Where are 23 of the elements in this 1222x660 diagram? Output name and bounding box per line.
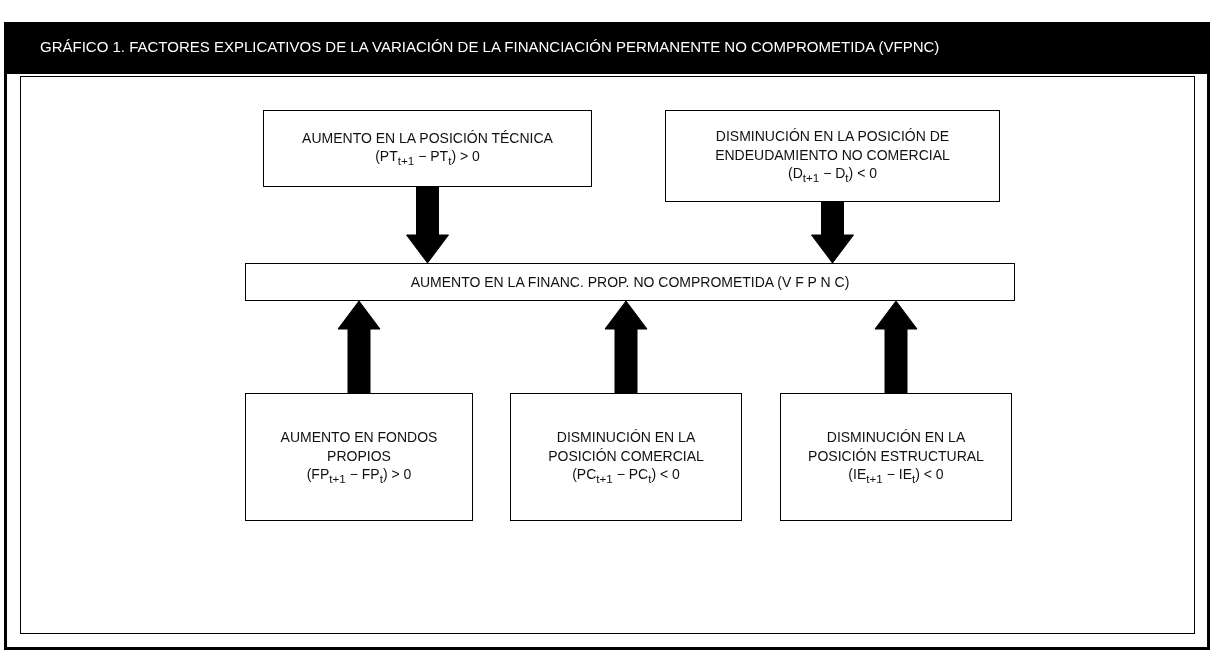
text-box [245,263,1015,301]
block-arrow [406,186,449,264]
block-arrow [874,300,918,394]
text-box [665,110,1000,202]
figure-title: GRÁFICO 1. FACTORES EXPLICATIVOS DE LA VARIACIÓN DE LA FINANCIACIÓN PERMANENTE NO COMPROMETIDA (VFPNC) [40,38,941,55]
box-heading: DISMINUCIÓN EN LA POSICIÓN COMERCIAL [547,428,705,465]
block-arrow [811,201,854,264]
text-box [780,393,1012,521]
box-heading: AUMENTO EN FONDOS PROPIOS [279,428,439,465]
text-box [510,393,742,521]
box-heading: DISMINUCIÓN EN LA POSICIÓN ESTRUCTURAL [807,428,985,465]
box-heading: AUMENTO EN LA POSICIÓN TÉCNICA [302,128,553,148]
block-arrow [604,300,648,394]
block-arrow [337,300,381,394]
box-heading: DISMINUCIÓN EN LA POSICIÓN DE ENDEUDAMIENTO NO COMERCIAL [714,127,951,164]
box-heading: AUMENTO EN LA FINANC. PROP. NO COMPROMETIDA (V F P N C) [410,272,850,292]
formula: (D$_{t+1}$ − D$_{t}$) < 0 [787,163,877,185]
formula: (IE$_{t+1}$ − IE$_{t}$) < 0 [848,464,944,486]
formula: (PC$_{t+1}$ − PC$_{t}$) < 0 [572,464,680,486]
formula: (PT$_{t+1}$ − PT$_{t}$) > 0 [375,147,480,169]
formula: (FP$_{t+1}$ − FP$_{t}$) > 0 [306,464,412,486]
text-box [263,110,592,187]
text-box [245,393,473,521]
